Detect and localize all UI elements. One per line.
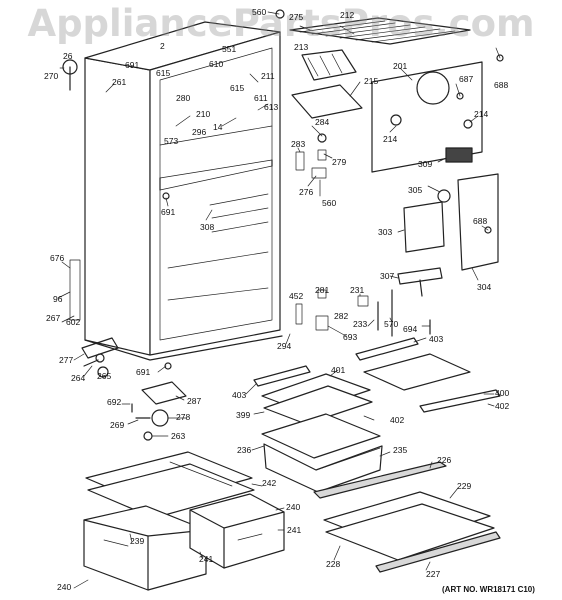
callout-label: 236	[237, 445, 252, 455]
callout-label: 284	[315, 117, 330, 127]
callout-label: 211	[261, 71, 275, 81]
callout-label: 305	[408, 185, 423, 195]
freezer-wire-shelf	[289, 17, 471, 45]
watermark: AppliancePartsPros.com	[27, 2, 535, 45]
callout-label: 610	[209, 59, 224, 69]
callout-label: 278	[176, 412, 191, 422]
callout-label: 402	[390, 415, 405, 425]
callout-label: 688	[473, 216, 488, 226]
callout-label: 403	[429, 334, 444, 344]
callout-label: 239	[130, 536, 145, 546]
callout-label: 688	[494, 80, 509, 90]
callout-label: 235	[393, 445, 408, 455]
callout-label: 296	[192, 127, 207, 137]
callout-label: 267	[46, 313, 61, 323]
callout-label: 399	[236, 410, 251, 420]
callout-label: 308	[200, 222, 215, 232]
callout-label: 214	[383, 134, 398, 144]
crisper-pan	[261, 413, 383, 493]
callout-label: 26	[63, 51, 73, 61]
callout-label: 694	[403, 324, 418, 334]
bottom-hinge	[131, 381, 187, 441]
callout-label: 613	[264, 102, 279, 112]
callout-label: 201	[393, 61, 408, 71]
callout-label: 282	[334, 311, 349, 321]
callout-label: 242	[262, 478, 277, 488]
callout-label: 214	[474, 109, 489, 119]
callout-label: 400	[495, 388, 510, 398]
rear-panel	[371, 61, 483, 173]
cabinet	[84, 21, 283, 361]
lower-shelf	[313, 461, 501, 573]
hinge-left	[62, 59, 119, 378]
callout-label: 270	[44, 71, 59, 81]
callout-label: 14	[213, 122, 223, 132]
callout-label: 215	[364, 76, 379, 86]
ice-tray	[291, 49, 363, 119]
callout-label: 240	[286, 502, 301, 512]
control-housing	[397, 173, 499, 297]
callout-label: 570	[384, 319, 399, 329]
callout-label: 261	[112, 77, 127, 87]
vegetable-drawers	[83, 493, 285, 591]
callout-label: 279	[332, 157, 347, 167]
callout-label: 281	[315, 285, 330, 295]
callout-label: 276	[299, 187, 314, 197]
callout-label: 452	[289, 291, 304, 301]
callout-label: 560	[252, 7, 267, 17]
callout-label: 303	[378, 227, 393, 237]
leader-lines	[57, 11, 501, 589]
callout-label: 275	[289, 12, 304, 22]
callout-label: 96	[53, 294, 63, 304]
callout-label: 692	[107, 397, 122, 407]
callout-label: 676	[50, 253, 65, 263]
callout-label: 241	[287, 525, 302, 535]
callout-label: 402	[495, 401, 510, 411]
callout-label: 309	[418, 159, 433, 169]
callout-label: 403	[232, 390, 247, 400]
callout-label: 241	[199, 554, 214, 564]
callout-label: 277	[59, 355, 74, 365]
callout-label: 280	[176, 93, 191, 103]
callout-label: 210	[196, 109, 211, 119]
callout-label: 269	[110, 420, 125, 430]
callout-label: 687	[459, 74, 474, 84]
callout-label: 573	[164, 136, 179, 146]
callout-label: 304	[477, 282, 492, 292]
callout-label: 615	[156, 68, 171, 78]
callout-label: 560	[322, 198, 337, 208]
callout-label: 226	[437, 455, 452, 465]
callout-label: 265	[97, 371, 112, 381]
callout-label: 233	[353, 319, 368, 329]
callout-label: 287	[187, 396, 202, 406]
glass-shelves	[253, 337, 501, 425]
callout-label: 229	[457, 481, 472, 491]
callout-label: 264	[71, 373, 86, 383]
callout-label: 691	[125, 60, 140, 70]
callout-label: 228	[326, 559, 341, 569]
callout-label: 213	[294, 42, 309, 52]
callout-label: 611	[254, 93, 268, 103]
callout-label: 231	[350, 285, 365, 295]
callout-label: 401	[331, 365, 346, 375]
callout-label: 294	[277, 341, 292, 351]
callout-label: 2	[160, 41, 165, 51]
callout-label: 615	[230, 83, 245, 93]
callout-label: 602	[66, 317, 81, 327]
callout-label: 693	[343, 332, 358, 342]
callout-label: 240	[57, 582, 72, 592]
callout-label: 227	[426, 569, 441, 579]
callout-label: 691	[136, 367, 151, 377]
callout-label: 551	[222, 44, 237, 54]
callout-label: 691	[161, 207, 176, 217]
art-number: (ART NO. WR18171 C10)	[442, 585, 535, 594]
callout-label: 283	[291, 139, 306, 149]
crisper-cover	[85, 451, 255, 519]
callout-label: 263	[171, 431, 186, 441]
callout-label: 212	[340, 10, 355, 20]
callout-label: 307	[380, 271, 395, 281]
